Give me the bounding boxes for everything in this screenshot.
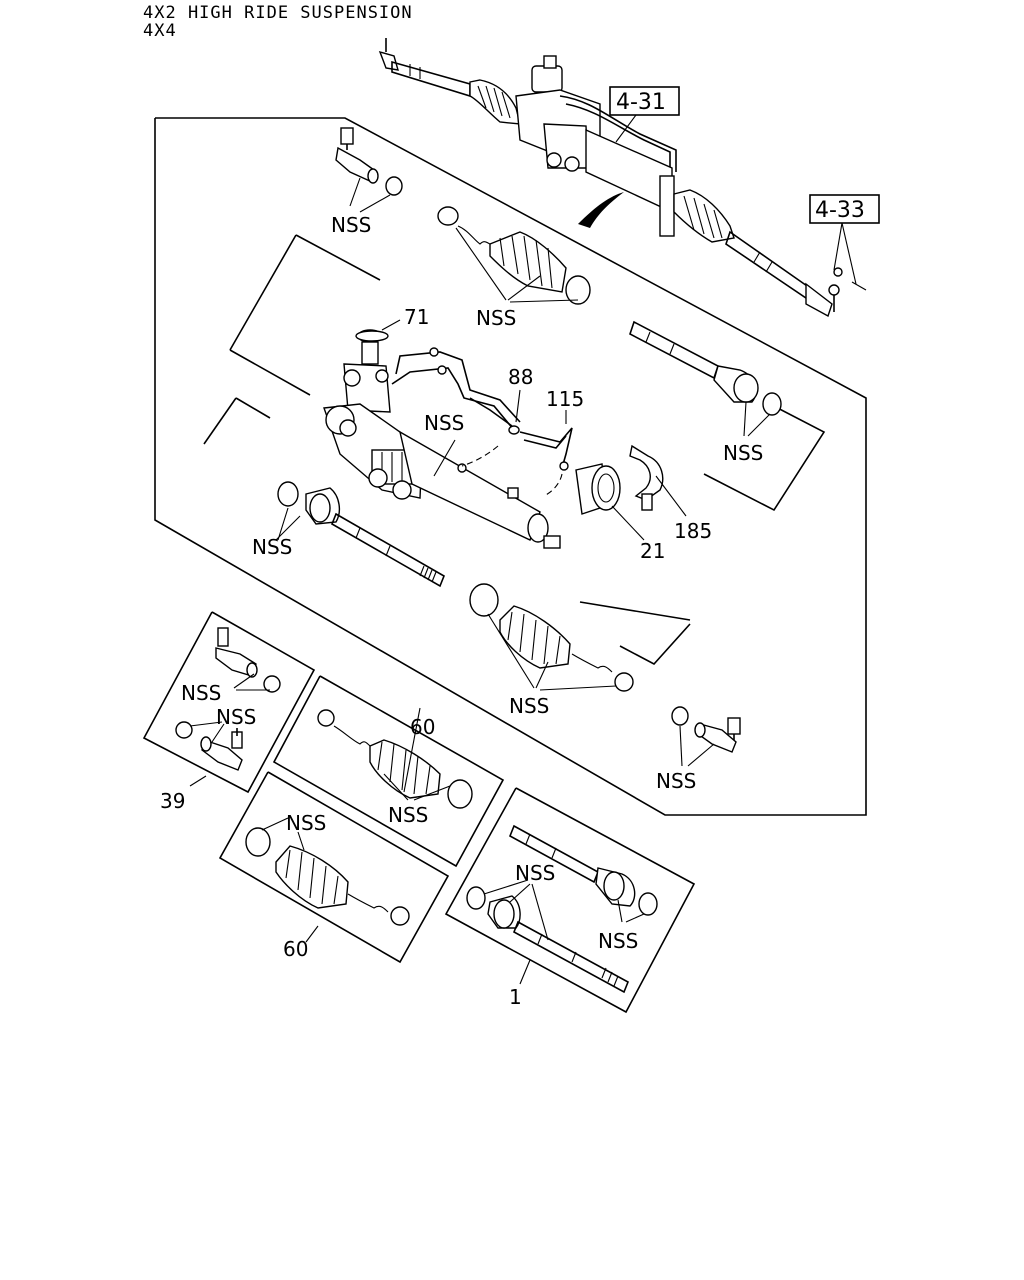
nss-label-inner-left: NSS [252, 535, 292, 559]
nss-label-kit1-b: NSS [598, 929, 638, 953]
exploded-view-frame [154, 117, 867, 816]
nss-label-tie-end-upper: NSS [331, 213, 371, 237]
tie-rod-end-lower: NSS [656, 706, 741, 793]
header-line-1: 4X2 HIGH RIDE SUSPENSION [143, 3, 413, 23]
inner-tie-rod-lower: NSS [252, 481, 446, 588]
boot-lower: NSS [469, 583, 634, 718]
tie-rod-end-upper: NSS [331, 127, 403, 237]
boot-upper: NSS [437, 206, 591, 330]
callout-60-lower: 60 [283, 937, 308, 961]
callout-88: 88 [508, 365, 533, 389]
diagram-header: 4X2 HIGH RIDE SUSPENSION 4X4 [143, 4, 413, 40]
callout-39: 39 [160, 789, 185, 813]
nss-label-boot-lower: NSS [509, 694, 549, 718]
kit-1-inner-tie-rod[interactable]: NSS NSS 1 [444, 787, 696, 1014]
header-line-2: 4X4 [143, 21, 177, 41]
callout-21: 21 [640, 539, 665, 563]
nss-label-kit39-a: NSS [181, 681, 221, 705]
part-21-bushing: 21 [575, 463, 665, 563]
steering-gear-assembly-top [378, 38, 867, 318]
nss-label-kit60b: NSS [286, 811, 326, 835]
callout-185: 185 [674, 519, 712, 543]
reference-box-4-31[interactable]: 4-31 [609, 86, 680, 143]
reference-box-4-33[interactable]: 4-33 [809, 194, 880, 285]
nss-label-kit1-a: NSS [515, 861, 555, 885]
kit-60-boot-upper[interactable]: 60 NSS [272, 675, 505, 868]
exploded-view-arrow [578, 192, 624, 228]
callout-71: 71 [404, 305, 429, 329]
part-88-line: 88 [469, 365, 533, 435]
callout-1: 1 [509, 985, 522, 1009]
nss-label-inner-right: NSS [723, 441, 763, 465]
housing-subframe [203, 234, 826, 665]
part-71-o-ring: 71 [355, 305, 429, 342]
kit-39-tie-rod-end[interactable]: NSS NSS 39 [142, 611, 316, 813]
kit-60-boot-lower[interactable]: NSS 60 [218, 771, 450, 964]
callout-115: 115 [546, 387, 584, 411]
callout-60-upper: 60 [410, 715, 435, 739]
nss-label-boot-upper: NSS [476, 306, 516, 330]
ref-433-label: 4-33 [815, 198, 865, 223]
nss-label-kit39-b: NSS [216, 705, 256, 729]
ref-431-label: 4-31 [616, 90, 666, 115]
rack-housing: NSS [323, 329, 561, 549]
nss-label-tie-end-lower: NSS [656, 769, 696, 793]
part-115-line: 115 [461, 387, 584, 497]
part-185-bracket: 185 [629, 444, 712, 543]
nss-label-housing: NSS [424, 411, 464, 435]
nss-label-kit60a: NSS [388, 803, 428, 827]
inner-tie-rod-upper: NSS [629, 320, 782, 465]
